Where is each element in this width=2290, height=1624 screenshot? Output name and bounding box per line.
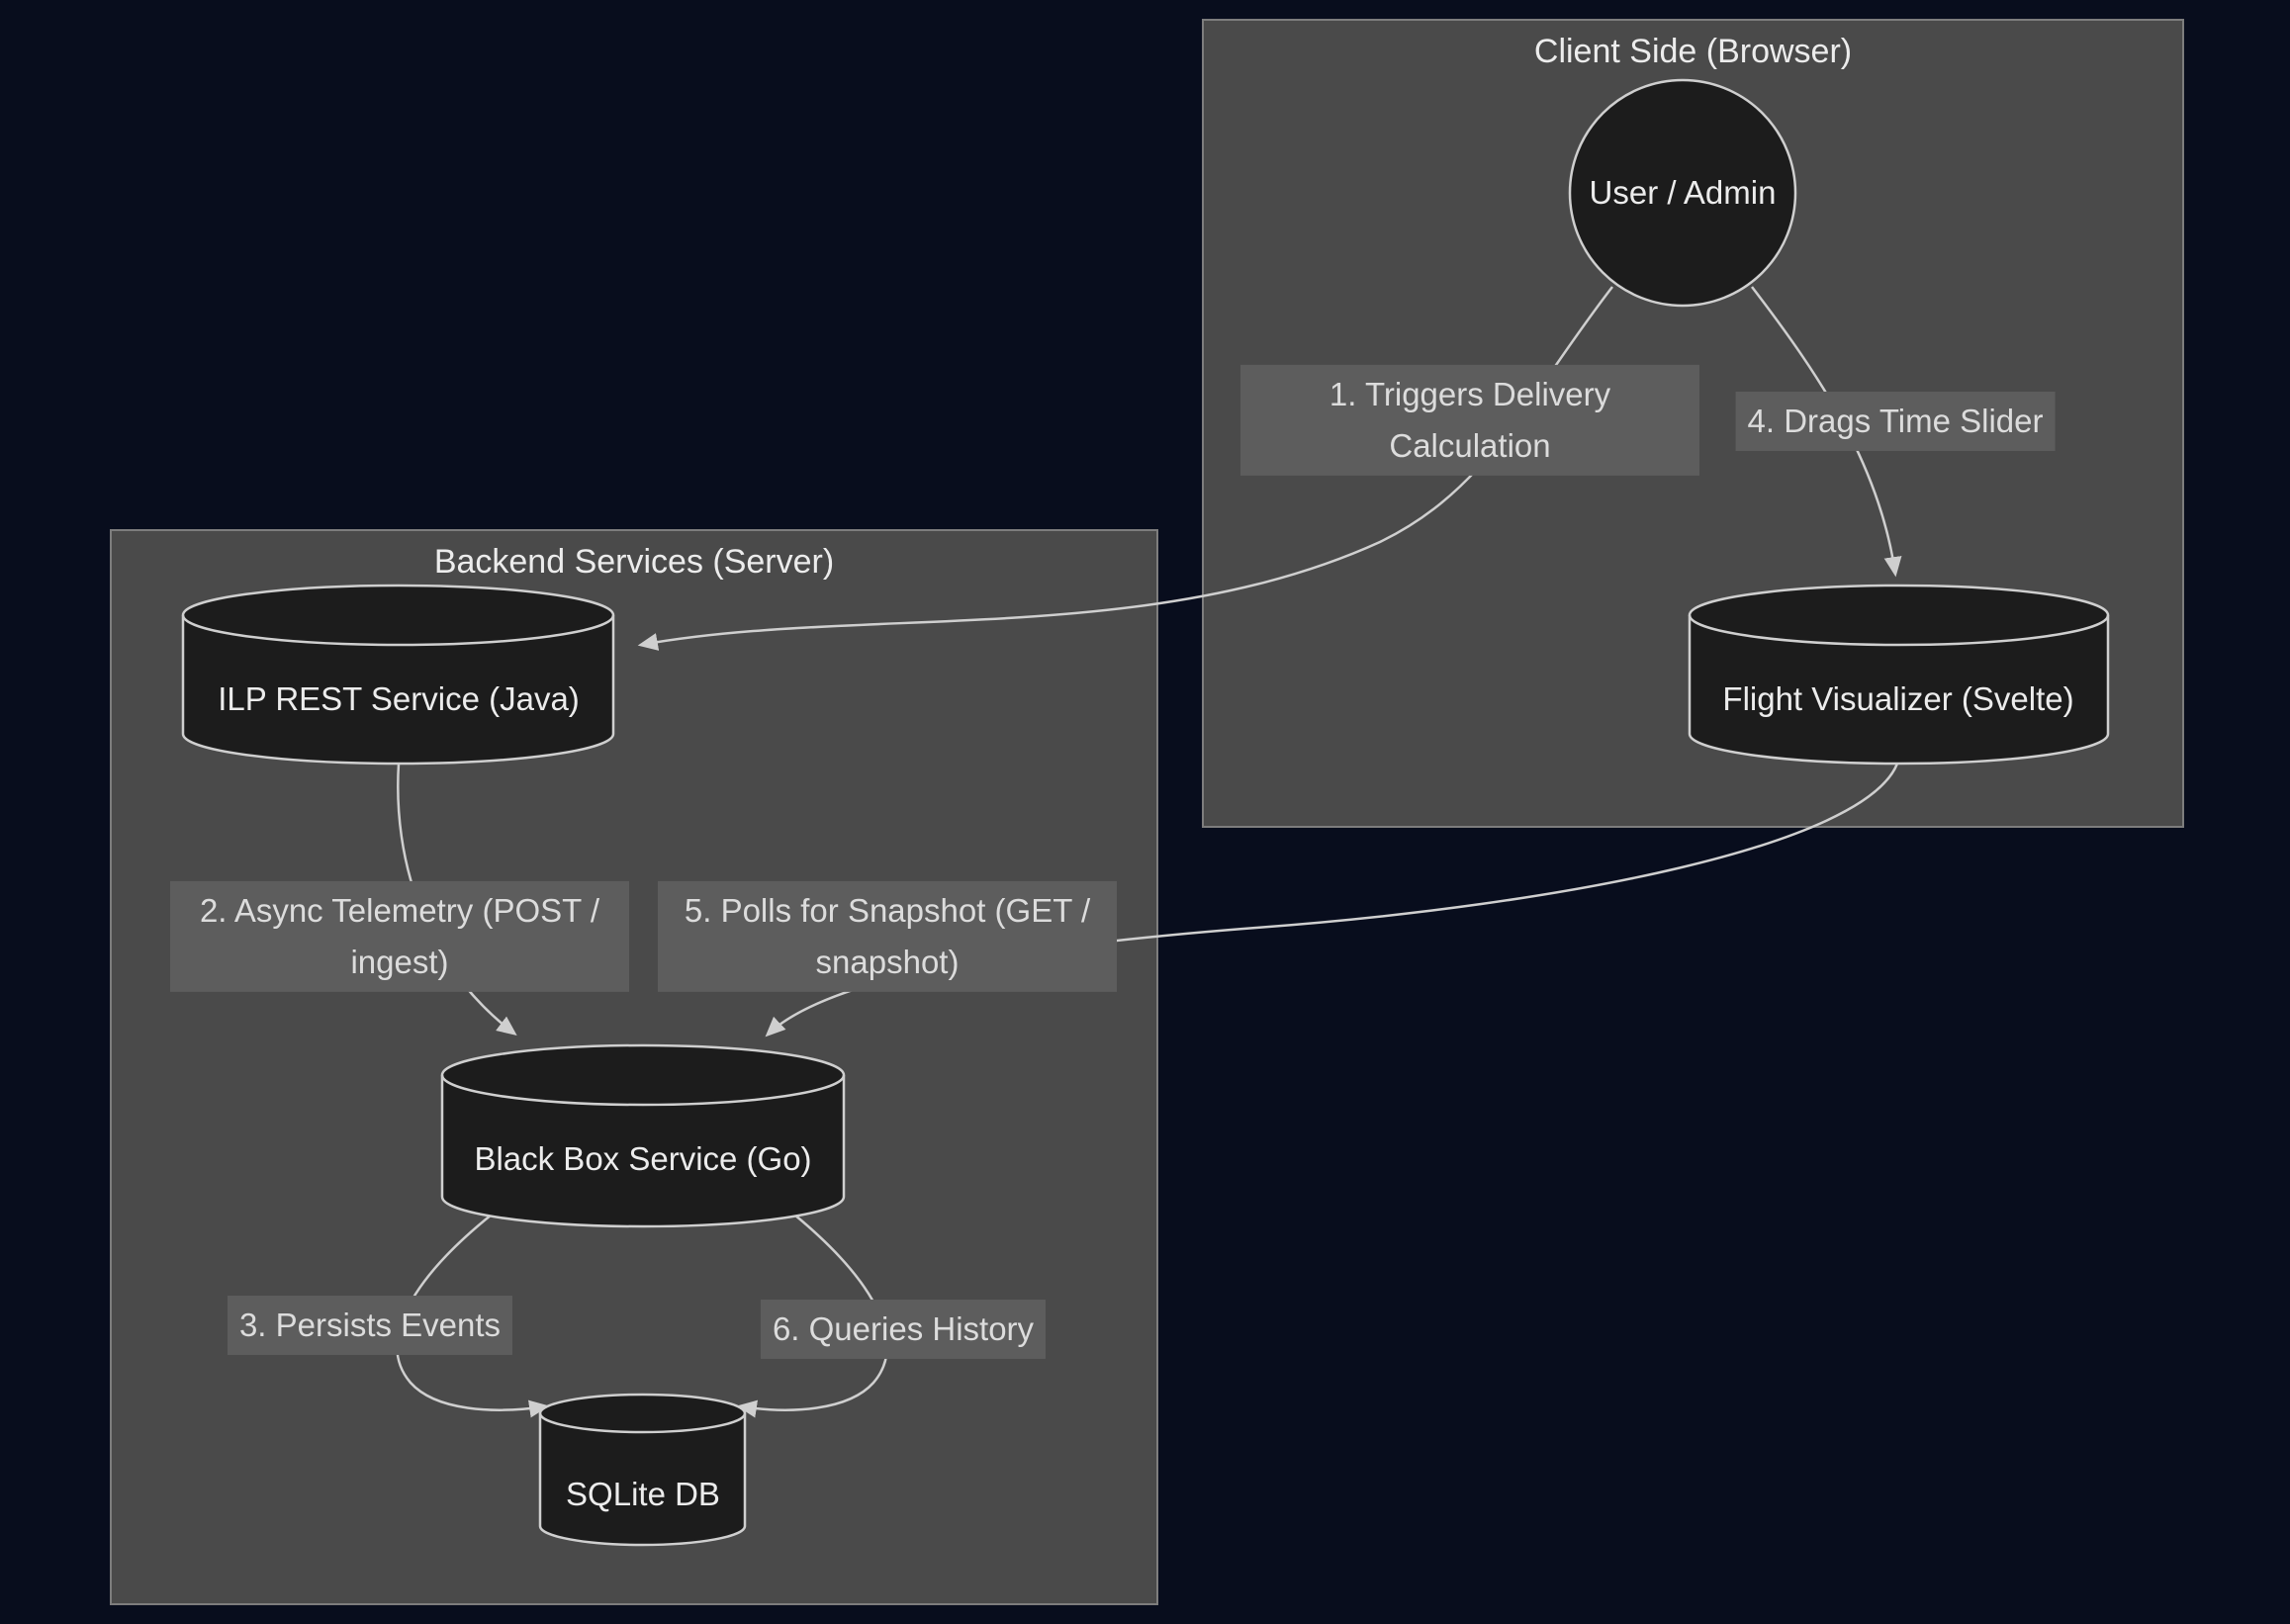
edge-queries-history-arrow xyxy=(736,1214,888,1418)
sqlite-db-cylinder-rim xyxy=(538,1412,747,1434)
sqlite-db-cylinder xyxy=(538,1393,747,1547)
edge-label-triggers-delivery: 1. Triggers Delivery Calculation xyxy=(1240,364,1699,477)
edge-label-drags-time-slider: 4. Drags Time Slider xyxy=(1735,391,2056,452)
flight-visualizer-cylinder-rim xyxy=(1688,614,2110,647)
sqlite-db-label: SQLite DB xyxy=(566,1476,720,1512)
black-box-service-cylinder xyxy=(440,1043,846,1228)
edge-label-persists-events: 3. Persists Events xyxy=(227,1295,513,1356)
user-admin-label: User / Admin xyxy=(1589,174,1777,211)
edge-label-queries-history: 6. Queries History xyxy=(760,1299,1047,1360)
client-side-group-title: Client Side (Browser) xyxy=(1533,33,1853,70)
ilp-rest-service-label: ILP REST Service (Java) xyxy=(218,680,580,717)
edge-persists-events-arrow xyxy=(396,1214,550,1418)
backend-services-group-title: Backend Services (Server) xyxy=(433,543,835,581)
edge-label-polls-snapshot: 5. Polls for Snapshot (GET / snapshot) xyxy=(658,880,1117,993)
black-box-service-label: Black Box Service (Go) xyxy=(474,1140,812,1177)
flight-visualizer-cylinder xyxy=(1688,584,2110,766)
edge-label-async-telemetry: 2. Async Telemetry (POST / ingest) xyxy=(170,880,629,993)
flight-visualizer-label: Flight Visualizer (Svelte) xyxy=(1722,680,2074,717)
ilp-rest-service-cylinder xyxy=(181,584,615,766)
user-admin-circle xyxy=(1568,78,1797,308)
ilp-rest-service-cylinder-rim xyxy=(181,614,615,647)
black-box-service-cylinder-rim xyxy=(440,1074,846,1107)
